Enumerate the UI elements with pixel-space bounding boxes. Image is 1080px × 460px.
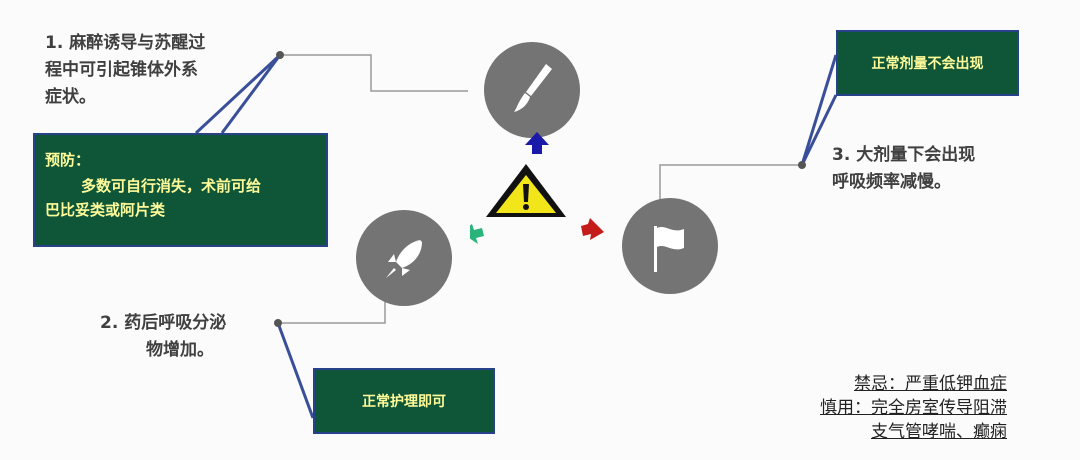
normal-dose-text: 正常剂量不会出现 xyxy=(871,56,984,72)
note-3: 3. 大剂量下会出现 呼吸频率减慢。 xyxy=(832,142,1032,196)
brush-circle xyxy=(484,42,580,138)
contra-line-3: 支气管哮喘、癫痫 xyxy=(871,422,1007,442)
brush-icon xyxy=(514,64,552,112)
prevention-title: 预防： xyxy=(45,151,91,169)
flag-icon xyxy=(654,226,684,272)
note-3-line-1: 3. 大剂量下会出现 xyxy=(832,145,976,165)
note-2: 2. 药后呼吸分泌 物增加。 xyxy=(100,310,270,364)
normal-care-box: 正常护理即可 xyxy=(313,368,495,434)
arrow-right-icon xyxy=(581,218,604,240)
arrow-up-icon xyxy=(525,132,549,154)
note-2-line-2: 物增加。 xyxy=(146,340,214,360)
note-1: 1. 麻醉诱导与苏醒过 程中可引起锥体外系 症状。 xyxy=(45,30,245,111)
warning-cluster xyxy=(470,132,604,244)
rocket-icon xyxy=(386,240,422,278)
note-3-line-2: 呼吸频率减慢。 xyxy=(832,172,951,192)
normal-dose-box: 正常剂量不会出现 xyxy=(836,30,1019,96)
contra-line-1: 禁忌：严重低钾血症 xyxy=(854,374,1007,394)
normal-care-text: 正常护理即可 xyxy=(362,394,446,410)
prevention-line-1: 多数可自行消失，术前可给 xyxy=(81,177,262,195)
arrow-left-icon xyxy=(470,224,484,244)
note-1-line-1: 1. 麻醉诱导与苏醒过 xyxy=(45,33,206,53)
rocket-circle xyxy=(356,210,452,306)
prevention-box: 预防： 多数可自行消失，术前可给 巴比妥类或阿片类 xyxy=(33,133,328,247)
note-1-line-2: 程中可引起锥体外系 xyxy=(45,60,198,80)
note-2-line-1: 2. 药后呼吸分泌 xyxy=(100,313,227,333)
warning-icon xyxy=(486,164,566,217)
note-1-line-3: 症状。 xyxy=(45,87,96,107)
contraindications: 禁忌：严重低钾血症 慎用：完全房室传导阻滞 支气管哮喘、癫痫 xyxy=(820,372,1007,444)
prevention-line-2: 巴比妥类或阿片类 xyxy=(45,201,166,219)
contra-line-2: 慎用：完全房室传导阻滞 xyxy=(820,398,1007,418)
flag-circle xyxy=(622,198,718,294)
